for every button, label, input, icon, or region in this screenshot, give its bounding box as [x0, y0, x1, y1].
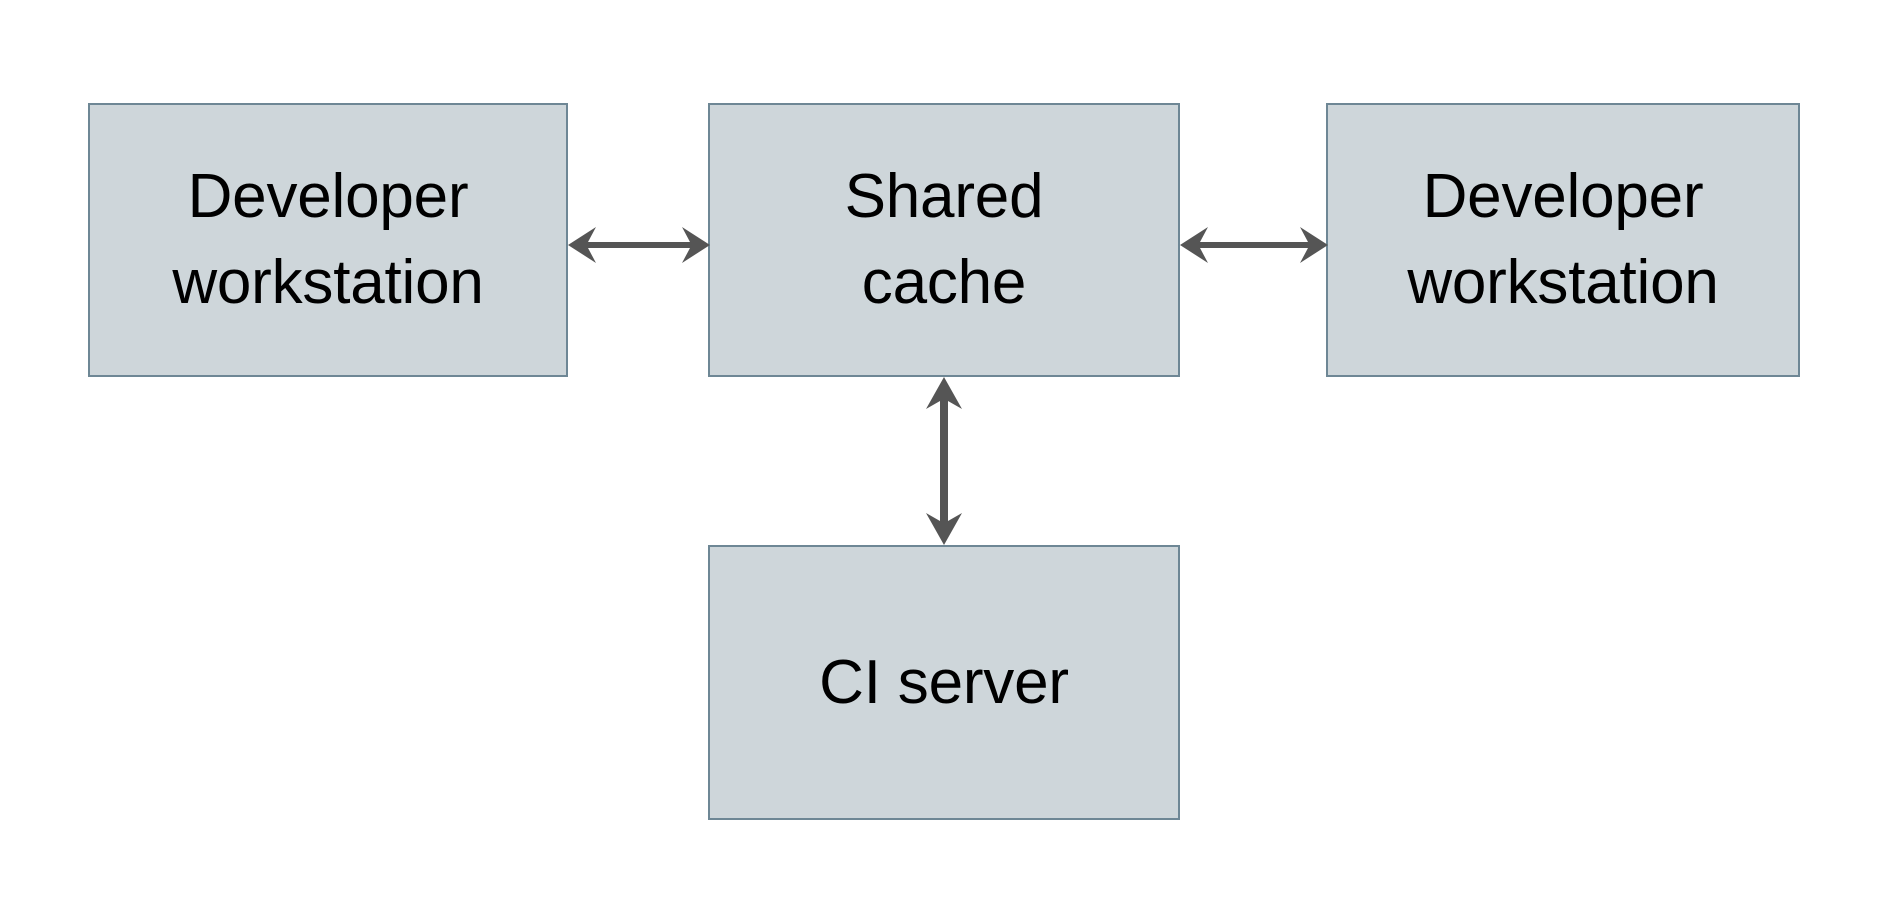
node-label: Shared cache [844, 162, 1044, 317]
node-label: Developer workstation [1407, 162, 1719, 317]
node-developer-workstation-right[interactable]: Developer workstation [1326, 103, 1800, 377]
edge-shared-cache-to-dev-right[interactable] [1178, 213, 1330, 277]
edge-shared-cache-to-ci-server[interactable] [912, 375, 976, 547]
node-developer-workstation-left[interactable]: Developer workstation [88, 103, 568, 377]
node-shared-cache[interactable]: Shared cache [708, 103, 1180, 377]
double-arrow-horizontal-icon [1180, 227, 1328, 263]
double-arrow-vertical-icon [926, 377, 962, 545]
edge-dev-left-to-shared-cache[interactable] [566, 213, 712, 277]
node-label: Developer workstation [172, 162, 484, 317]
double-arrow-horizontal-icon [568, 227, 710, 263]
node-ci-server[interactable]: CI server [708, 545, 1180, 820]
node-label: CI server [819, 647, 1069, 717]
